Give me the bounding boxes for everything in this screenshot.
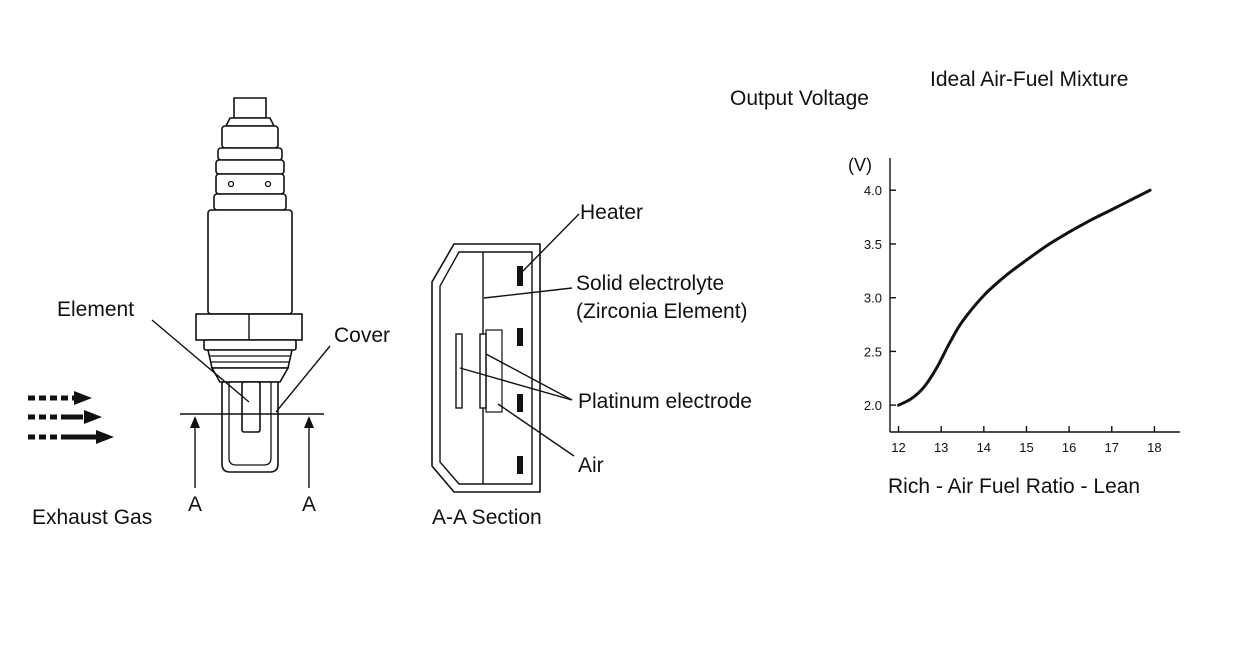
y-axis-label: Output Voltage [730,87,869,110]
element-leader [151,319,250,403]
heater-leader [521,213,580,273]
outer-platinum-electrode [455,333,463,409]
cover-label: Cover [334,324,390,347]
x-tick-label: 15 [1019,440,1033,455]
x-tick-label: 17 [1105,440,1119,455]
sensor-washer [203,339,297,351]
vent-hole [264,180,272,188]
x-tick-label: 16 [1062,440,1076,455]
y-axis-unit: (V) [848,155,872,175]
section-outer-wall [431,243,541,493]
heater-label: Heater [580,201,643,224]
element-label: Element [57,298,134,321]
voltage-curve [897,188,1152,407]
x-axis-label: Rich - Air Fuel Ratio - Lean [888,475,1140,498]
cross-section: Heater Solid electrolyte (Zirconia Eleme… [431,201,752,529]
section-title: A-A Section [432,506,542,529]
sensor-cover-inner [228,382,272,466]
sensor-base [210,367,290,383]
electrolyte-label-line1: Solid electrolyte [576,272,724,295]
section-arrowhead-right [304,416,314,428]
output-voltage-chart: Ideal Air-Fuel Mixture Output Voltage (V… [730,68,1180,498]
heater-element [517,328,523,346]
y-tick-label: 2.5 [864,344,882,359]
electrode-leader-outer [459,367,573,401]
x-tick-label: 14 [977,440,991,455]
heater-element [517,266,523,286]
section-marker-left: A [188,493,202,516]
air-chamber [485,329,503,413]
section-arrowhead-left [190,416,200,428]
y-tick-label: 2.0 [864,398,882,413]
sensor-boot-ring-2 [217,147,283,161]
sensor-vent-ring [215,173,285,195]
vent-hole [227,180,235,188]
heater-element [517,456,523,474]
y-tick-label: 3.5 [864,237,882,252]
x-ticks: 12 13 14 15 16 17 18 [891,426,1162,455]
exhaust-arrow [28,391,92,405]
air-leader [497,403,575,457]
electrode-label: Platinum electrode [578,390,752,413]
section-inner-wall [439,251,533,485]
electrolyte-leader [483,287,573,299]
sensor-element [241,381,261,433]
oxygen-sensor: Element Cover A A [57,97,390,516]
section-marker-right: A [302,493,316,516]
exhaust-arrow [28,430,114,444]
chart-title: Ideal Air-Fuel Mixture [930,68,1128,91]
y-tick-label: 4.0 [864,183,882,198]
sensor-boot-ring-4 [213,193,287,211]
air-label: Air [578,454,604,477]
sensor-housing [207,209,293,315]
x-tick-label: 13 [934,440,948,455]
sensor-thread [207,349,293,369]
sensor-terminal-collar [224,117,276,127]
y-tick-label: 3.0 [864,291,882,306]
heater-element [517,394,523,412]
sensor-boot-ring-1 [221,125,279,149]
electrode-leader-inner [485,353,573,401]
thread-lines [210,355,290,363]
y-ticks: 2.0 2.5 3.0 3.5 4.0 [864,183,896,413]
cover-leader [275,345,331,413]
sensor-boot-ring-3 [215,159,285,175]
sensor-terminal [233,97,267,119]
x-tick-label: 18 [1147,440,1161,455]
electrolyte-label-line2: (Zirconia Element) [576,300,748,323]
exhaust-arrow [28,410,102,424]
exhaust-gas-label: Exhaust Gas [32,506,152,529]
inner-platinum-electrode [479,333,487,409]
x-tick-label: 12 [891,440,905,455]
exhaust-flow-arrows: Exhaust Gas [28,391,152,529]
